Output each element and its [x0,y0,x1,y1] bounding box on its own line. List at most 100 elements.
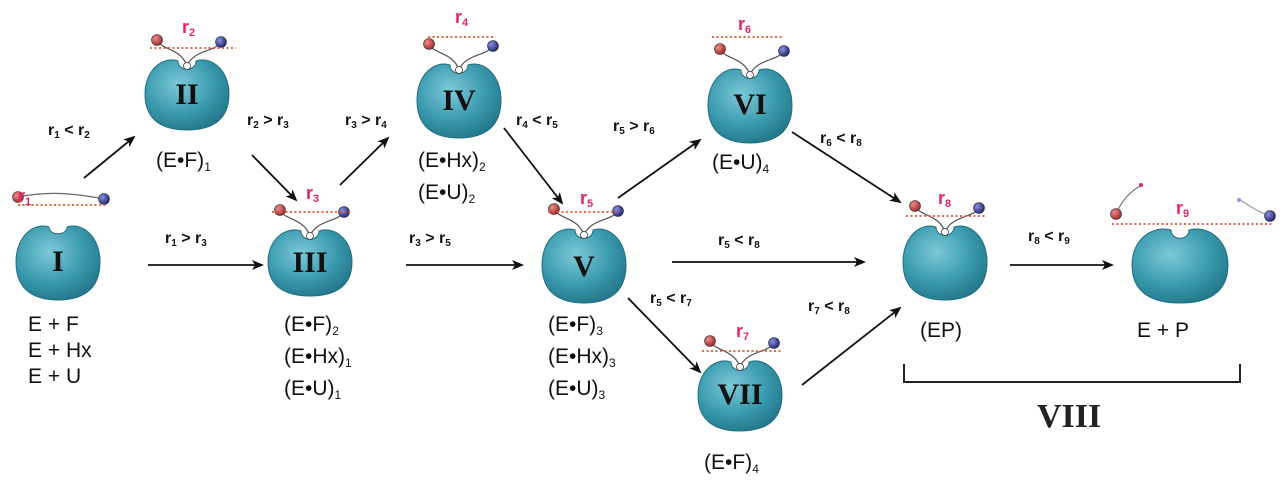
species-labels-ep: (EP) [920,318,962,344]
species-label: (E•U)2 [418,181,476,206]
arrow-v-vii [627,297,702,374]
species-label: E + F [28,313,79,336]
binding-site-vi [746,71,754,79]
enzyme-iii [267,229,353,297]
species-labels-ep2: E + P [1137,318,1189,344]
transition-label-i-iii: r1 > r3 [165,230,207,249]
blue-terminus-vi [778,45,790,57]
species-label: E + P [1137,319,1189,342]
red-terminus-iv [423,38,435,50]
blue-terminus-iv [487,40,499,52]
species-label: (E•Hx)3 [548,345,616,370]
blue-terminus-ep [973,202,985,214]
species-label: (E•Hx)2 [418,149,486,174]
species-labels-vii: (E•F)4 [704,450,759,482]
species-labels-vi: (E•U)4 [712,150,769,182]
blue-terminus-vii [768,337,780,349]
binding-site-iv [455,66,463,74]
species-label: (E•Hx)1 [284,345,352,370]
transition-label-i-ii: r1 < r2 [48,122,90,141]
arrow-iv-v [503,127,564,205]
species-labels-iii: (E•F)2 (E•Hx)1 (E•U)1 [284,312,352,408]
enzyme-v [541,228,627,304]
species-label: E + Hx [28,339,92,362]
species-label: (E•F)3 [548,313,603,338]
red-terminus-vii [704,335,716,347]
distance-label-vii: r7 [736,321,750,343]
state-viii-bracket [903,364,1241,383]
state-vii-numeral: VII [717,378,763,411]
red-terminus-ep [909,200,921,212]
species-label: (E•U)3 [548,377,606,402]
state-iv-numeral: IV [442,84,476,117]
species-labels-ii: (E•F)1 [156,148,211,180]
blue-terminus-v [612,205,624,217]
enzyme-ep [902,225,988,301]
species-label: (E•F)2 [284,313,339,338]
free-ligand-blue-terminus [98,193,110,205]
distance-label-ii: r2 [182,17,196,39]
distance-label-v: r5 [580,188,594,210]
arrow-vi-ep [791,131,902,204]
species-labels-iv: (E•Hx)2 (E•U)2 [418,148,486,212]
red-terminus-iii [274,204,286,216]
free-ligand-red-terminus [12,191,24,203]
enzyme-vi [707,68,793,144]
species-label: (E•F)4 [704,451,759,476]
product-red-terminus [1110,208,1122,220]
distance-label-ep2: r9 [1176,198,1190,220]
product-right-tip [1237,198,1241,202]
species-label: (E•U)4 [712,151,770,176]
binding-site-ep [941,228,949,236]
red-terminus-ii [151,34,163,46]
arrow-v-vi [617,138,702,199]
red-terminus-vi [714,43,726,55]
binding-site-iii [306,232,314,240]
distance-label-vi: r6 [738,14,752,36]
enzyme-ep2 [1131,228,1229,304]
state-v-numeral: V [573,250,595,283]
transition-label-vii-ep: r7 < r8 [808,298,850,317]
transition-label-v-vii: r5 < r7 [650,290,692,309]
state-vi-numeral: VI [733,88,767,121]
state-i-numeral: I [52,245,64,278]
transition-label-iii-v: r3 > r5 [409,230,451,249]
product-left-tip [1139,183,1143,187]
arrow-ii-iii [251,154,298,202]
binding-site-v [580,231,588,239]
transition-label-vi-ep: r6 < r8 [820,130,862,149]
distance-label-ep: r8 [938,188,952,210]
distance-label-iv: r4 [455,7,469,29]
enzyme-vii [697,360,783,432]
distance-label-i: r1 [18,186,32,208]
transition-label-ep-ep2: r8 < r9 [1028,228,1070,247]
state-ii-numeral: II [175,78,199,111]
transition-label-ii-iii: r2 > r3 [247,112,289,131]
transition-label-iii-iv: r3 > r4 [345,112,387,131]
species-label: (E•F)1 [156,149,211,174]
transition-label-iv-v: r4 < r5 [516,112,558,131]
species-label: (EP) [920,319,962,342]
arrow-iii-iv [339,136,390,186]
distance-label-iii: r3 [306,183,320,205]
species-label: (E•U)1 [284,377,342,402]
binding-site-vii [736,363,744,371]
state-iii-numeral: III [292,246,328,279]
species-labels-i: E + F E + Hx E + U [28,312,92,390]
enzyme-ii [144,59,230,131]
arrow-i-ii [83,135,136,179]
enzyme-i [15,225,101,301]
arrow-vii-ep [801,306,902,386]
species-label: E + U [28,365,82,388]
blue-terminus-ii [215,36,227,48]
species-labels-v: (E•F)3 (E•Hx)3 (E•U)3 [548,312,616,408]
transition-label-v-ep: r5 < r8 [718,232,760,251]
enzyme-iv [416,63,502,139]
free-ligand-chain [17,192,105,200]
state-viii-label: VIII [1037,398,1102,435]
transition-label-v-vi: r5 > r6 [613,118,655,137]
product-blue-terminus [1264,210,1276,222]
binding-site-ii [183,62,191,70]
